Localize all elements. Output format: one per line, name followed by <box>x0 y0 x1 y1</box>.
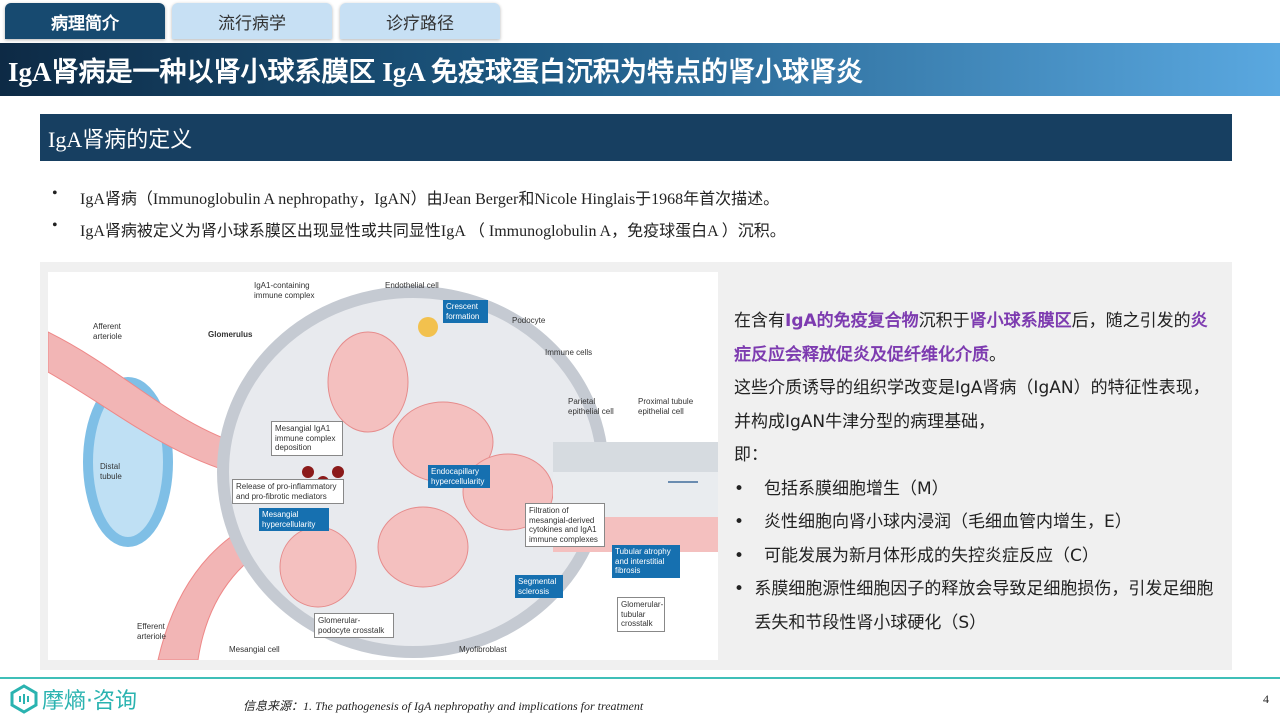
bullet-text: IgA肾病（Immunoglobulin A nephropathy，IgAN）… <box>80 191 780 208</box>
explanation-text: 在含有IgA的免疫复合物沉积于肾小球系膜区后，随之引发的炎症反应会释放促炎及促纤… <box>734 305 1224 640</box>
label-afferent-arteriole: Afferent arteriole <box>93 322 122 341</box>
label-distal-tubule: Distal tubule <box>100 462 122 481</box>
list-item: •包括系膜细胞增生（M） <box>734 473 1224 507</box>
label-mesangial-hypercellularity: Mesangial hypercellularity <box>259 508 329 531</box>
label-efferent-arteriole: Efferent arteriole <box>137 622 166 641</box>
page-number: 4 <box>1263 692 1269 706</box>
label-filtration: Filtration of mesangial-derived cytokine… <box>525 503 605 547</box>
bullet-text: 包括系膜细胞增生（M） <box>764 478 949 499</box>
section-title: IgA肾病的定义 <box>40 114 1232 161</box>
tab-pathology[interactable]: 病理简介 <box>5 3 165 39</box>
footer-divider <box>0 677 1280 679</box>
label-mesangial-deposition: Mesangial IgA1 immune complex deposition <box>271 421 343 456</box>
label-iga1-complex: IgA1-containing immune complex <box>254 281 315 300</box>
company-logo: 摩熵·咨询 <box>10 683 137 715</box>
label-segmental-sclerosis: Segmental sclerosis <box>515 575 563 598</box>
label-mesangial-cell: Mesangial cell <box>229 645 280 654</box>
label-glomerular-podocyte-crosstalk: Glomerular-podocyte crosstalk <box>314 613 394 638</box>
list-item: •炎性细胞向肾小球内浸润（毛细血管内增生，E） <box>734 506 1224 540</box>
paragraph-histology: 这些介质诱导的组织学改变是IgA肾病（IgAN）的特征性表现，并构成IgAN牛津… <box>734 378 1210 432</box>
label-glomerular-tubular-crosstalk: Glomerular-tubular crosstalk <box>617 597 665 632</box>
label-myofibroblast: Myofibroblast <box>459 645 507 654</box>
logo-icon <box>10 684 38 714</box>
paragraph-intro: 即： <box>734 445 768 465</box>
text-segment: 后，随之引发的 <box>1071 311 1191 331</box>
list-item: •IgA肾病（Immunoglobulin A nephropathy，IgAN… <box>52 185 786 217</box>
label-mediator-release: Release of pro-inflammatory and pro-fibr… <box>232 479 344 504</box>
text-segment: 在含有 <box>734 311 785 331</box>
logo-text: 摩熵·咨询 <box>42 689 137 714</box>
label-podocyte: Podocyte <box>512 316 546 325</box>
list-item: •IgA肾病被定义为肾小球系膜区出现显性或共同显性IgA （ Immunoglo… <box>52 217 786 249</box>
label-proximal-tubule-cell: Proximal tubule epithelial cell <box>638 397 694 416</box>
label-tubular-atrophy: Tubular atrophy and interstitial fibrosi… <box>612 545 680 578</box>
bullet-text: 炎性细胞向肾小球内浸润（毛细血管内增生，E） <box>764 512 1132 532</box>
list-item: •系膜细胞源性细胞因子的释放会导致足细胞损伤，引发足细胞丢失和节段性肾小球硬化（… <box>734 573 1224 640</box>
diagram-illustration <box>48 286 718 660</box>
label-glomerulus: Glomerulus <box>208 330 253 339</box>
page-title: IgA肾病是一种以肾小球系膜区 IgA 免疫球蛋白沉积为特点的肾小球肾炎 <box>0 43 1280 96</box>
tab-diagnosis-pathway[interactable]: 诊疗路径 <box>340 3 500 39</box>
iga-pathogenesis-diagram: IgA1-containing immune complex Endotheli… <box>48 272 718 660</box>
paragraph-mechanism: 在含有IgA的免疫复合物沉积于肾小球系膜区后，随之引发的炎症反应会释放促炎及促纤… <box>734 305 1224 372</box>
label-parietal-cell: Parietal epithelial cell <box>568 397 614 416</box>
tab-epidemiology[interactable]: 流行病学 <box>172 3 332 39</box>
source-citation: 信息来源：1. The pathogenesis of IgA nephropa… <box>243 699 644 713</box>
text-segment: 沉积于 <box>918 311 970 331</box>
highlighted-text: 炎症反应会释放促炎及促纤维化介质 <box>734 311 1208 365</box>
list-item: •可能发展为新月体形成的失控炎症反应（C） <box>734 540 1224 574</box>
label-crescent-formation: Crescent formation <box>443 300 488 323</box>
bullet-text: 可能发展为新月体形成的失控炎症反应（C） <box>764 545 1099 566</box>
text-segment: 。 <box>989 344 1006 365</box>
highlighted-text: 肾小球系膜区 <box>969 311 1072 331</box>
bullet-text: 系膜细胞源性细胞因子的释放会导致足细胞损伤，引发足细胞丢失和节段性肾小球硬化（S… <box>754 579 1214 633</box>
highlighted-text: IgA的免疫复合物 <box>785 311 919 331</box>
definition-list: •IgA肾病（Immunoglobulin A nephropathy，IgAN… <box>52 185 786 249</box>
bullet-text: IgA肾病被定义为肾小球系膜区出现显性或共同显性IgA （ Immunoglob… <box>80 223 786 240</box>
label-endocapillary-hypercellularity: Endocapillary hypercellularity <box>428 465 490 488</box>
label-endothelial-cell: Endothelial cell <box>385 281 439 290</box>
label-immune-cells: Immune cells <box>545 348 593 357</box>
